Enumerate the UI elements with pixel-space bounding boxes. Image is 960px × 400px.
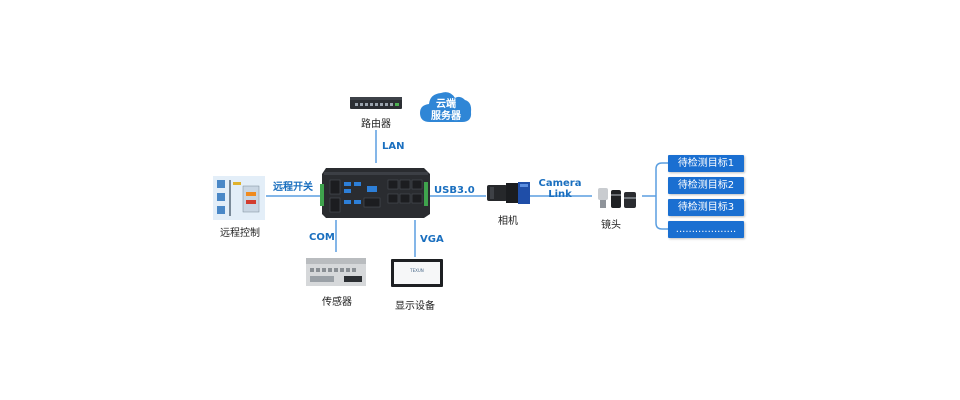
- target-bracket: [655, 162, 668, 230]
- router-label: 路由器: [361, 119, 391, 130]
- display-label: 显示设备: [395, 301, 435, 312]
- router-icon: [350, 97, 402, 109]
- camera-link-label-line1: Camera: [538, 178, 582, 189]
- sensor-icon: [306, 258, 366, 286]
- display-brand: TEXUN: [410, 268, 424, 273]
- display-icon: [391, 259, 443, 287]
- camera-label: 相机: [498, 216, 518, 227]
- com-label: COM: [309, 232, 335, 243]
- sensor-label: 传感器: [322, 297, 352, 308]
- lan-label: LAN: [382, 141, 405, 152]
- target-item-2: 待检测目标2: [668, 177, 744, 194]
- cloud-icon: [420, 92, 472, 122]
- remote-switch-label: 远程开关: [273, 182, 313, 193]
- target-item-3: 待检测目标3: [668, 199, 744, 216]
- target-item-1: 待检测目标1: [668, 155, 744, 172]
- remote-control-label: 远程控制: [220, 228, 260, 239]
- industrial-pc-icon: [320, 168, 430, 218]
- cloud-label-line2: 服务器: [431, 111, 461, 122]
- camera-link-label-line2: Link: [548, 189, 572, 200]
- camera-link-label: Camera Link: [536, 178, 584, 200]
- cloud-label-line1: 云端: [436, 99, 456, 110]
- lens-label: 镜头: [601, 220, 621, 231]
- target-item-more: ...................: [668, 221, 744, 238]
- vga-label: VGA: [420, 234, 444, 245]
- lens-icon: [598, 188, 636, 208]
- remote-control-icon: [213, 176, 265, 220]
- camera-icon: [487, 182, 530, 204]
- usb-label: USB3.0: [434, 185, 475, 196]
